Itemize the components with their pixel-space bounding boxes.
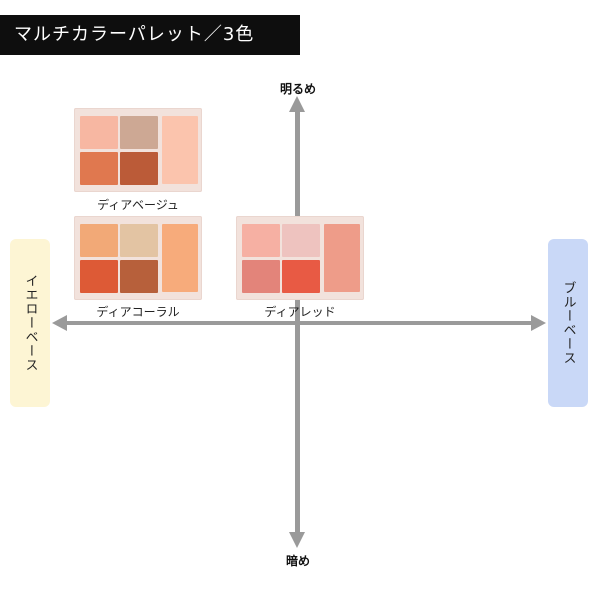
palette-dear-coral (74, 216, 202, 300)
palette-dear-beige (74, 108, 202, 192)
horizontal-axis (60, 321, 536, 325)
shadow-pan (282, 260, 320, 293)
shadow-pan (282, 224, 320, 257)
axis-label-blue-base: ブルーベース (548, 239, 588, 407)
shadow-pan (120, 224, 158, 257)
palette-label: ディアレッド (264, 305, 336, 319)
shadow-pan (162, 224, 198, 292)
palette-dear-red (236, 216, 364, 300)
shadow-pan (162, 116, 198, 184)
shadow-pan (80, 152, 118, 185)
axis-label-dark: 暗め (285, 554, 310, 568)
palette-label: ディアベージュ (97, 198, 179, 212)
shadow-pan (242, 224, 280, 257)
shadow-pan (324, 224, 360, 292)
arrow-down-icon (289, 532, 305, 548)
palette-label: ディアコーラル (96, 305, 180, 319)
arrow-right-icon (531, 315, 546, 331)
shadow-pan (120, 260, 158, 293)
shadow-pan (242, 260, 280, 293)
axis-label-yellow-base: イエローベース (10, 239, 50, 407)
shadow-pan (120, 152, 158, 185)
page-title: マルチカラーパレット／3色 (0, 15, 300, 55)
shadow-pan (120, 116, 158, 149)
shadow-pan (80, 116, 118, 149)
shadow-pan (80, 260, 118, 293)
axis-label-bright: 明るめ (279, 82, 316, 96)
arrow-left-icon (52, 315, 67, 331)
shadow-pan (80, 224, 118, 257)
arrow-up-icon (289, 96, 305, 112)
